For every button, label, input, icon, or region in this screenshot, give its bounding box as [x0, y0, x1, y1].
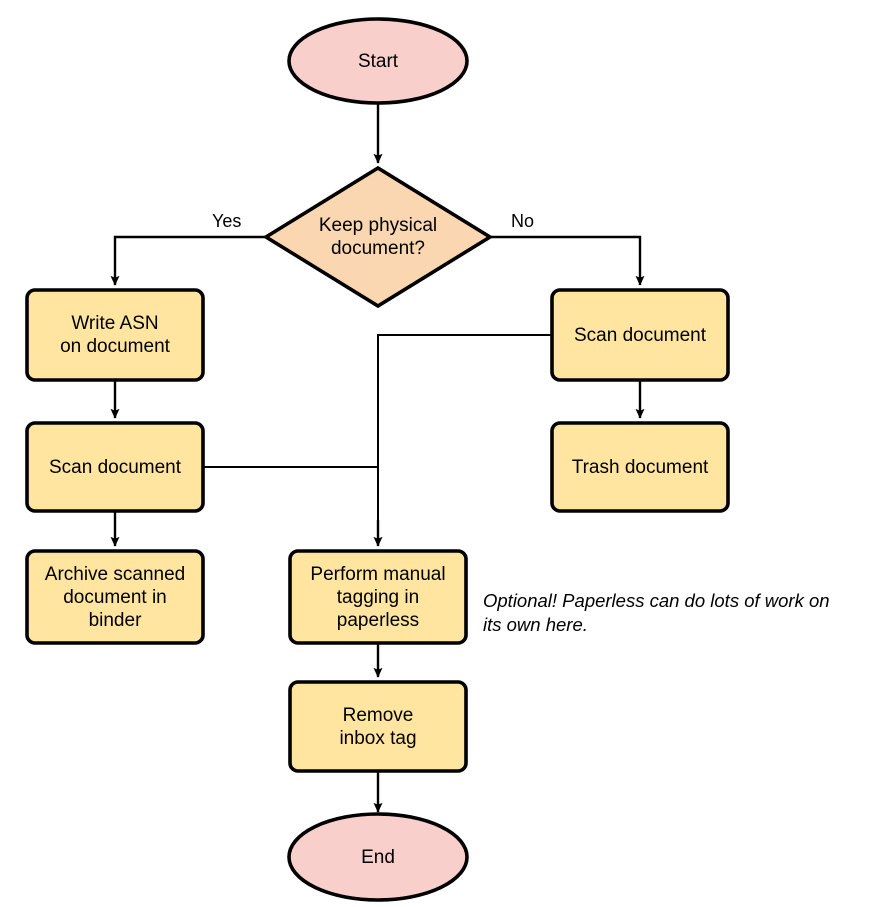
node-shape-archive-scanned-document-in-binder[interactable] [25, 549, 205, 645]
node-shape-scan-document-right[interactable] [550, 288, 730, 382]
node-shape-remove-inbox-tag[interactable] [288, 680, 468, 773]
connector-decision-yes [110, 235, 265, 286]
edge-label-yes: Yes [209, 211, 245, 232]
node-shape-start[interactable] [287, 17, 469, 105]
node-shape-write-asn-on-document[interactable] [25, 288, 205, 382]
annotation-optional-note: Optional! Paperless can do lots of work … [483, 590, 830, 635]
node-shape-end[interactable] [287, 812, 469, 902]
node-shape-keep-physical-document[interactable] [262, 165, 494, 309]
connector-scan-right-to-tagging [377, 334, 552, 546]
node-shape-scan-document-left[interactable] [25, 421, 205, 513]
node-shape-trash-document[interactable] [550, 421, 730, 513]
connector-decision-no [490, 235, 645, 286]
node-shape-perform-manual-tagging-in-paperless[interactable] [288, 549, 468, 645]
edge-label-no: No [508, 211, 538, 232]
